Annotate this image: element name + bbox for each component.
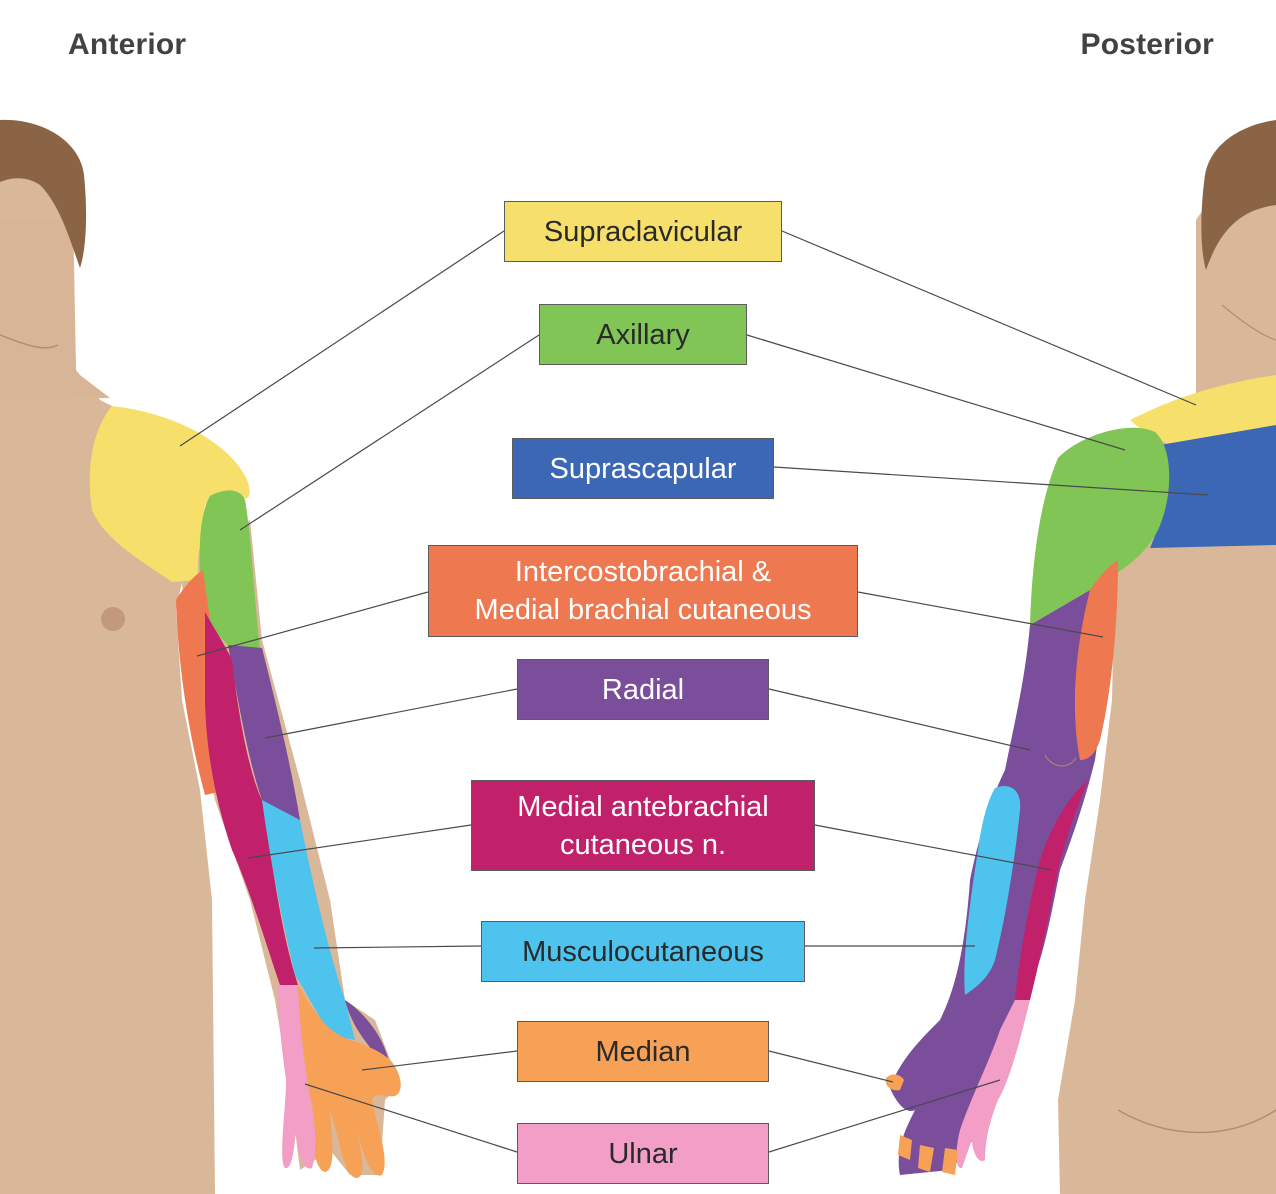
posterior-musculocutaneous-area (964, 786, 1021, 995)
anterior-hair (0, 119, 87, 268)
posterior-medial-antebrachial-area (1015, 780, 1088, 1000)
leader-suprascapular-posterior (773, 466, 1209, 496)
suprascapular-label: Suprascapular (512, 438, 774, 499)
anterior-axillary-area (199, 490, 260, 650)
musculocutaneous-label-text: Musculocutaneous (522, 935, 764, 968)
axillary-label-text: Axillary (596, 318, 690, 351)
intercostobrachial-label: Intercostobrachial & Medial brachial cut… (428, 545, 858, 637)
leader-supraclavicular-anterior (179, 230, 505, 447)
suprascapular-label-text: Suprascapular (549, 452, 737, 485)
leader-intercostobrachial-posterior (857, 591, 1104, 638)
leader-lines (179, 230, 1209, 1153)
leader-axillary-anterior (239, 334, 540, 531)
anterior-torso (0, 150, 215, 1194)
leader-ulnar-posterior (768, 1079, 1001, 1153)
leader-axillary-posterior (746, 334, 1126, 451)
anterior-neck (0, 220, 110, 400)
anterior-figure (0, 119, 401, 1194)
posterior-suprascapular-area (1150, 425, 1276, 548)
radial-label-text: Radial (601, 673, 685, 706)
posterior-title: Posterior (1080, 28, 1214, 61)
intercostobrachial-label-line2: Medial brachial cutaneous (474, 594, 812, 626)
anterior-jaw-shadow (0, 334, 59, 349)
leader-radial-posterior (768, 688, 1031, 751)
anterior-median-area (298, 985, 401, 1178)
axillary-label: Axillary (539, 304, 747, 365)
medial-antebrachial-label-line1: Medial antebrachial (517, 790, 769, 823)
posterior-hair (1201, 120, 1276, 270)
posterior-elbow-crease (1044, 754, 1077, 767)
supraclavicular-label: Supraclavicular (504, 201, 782, 262)
leader-radial-anterior (264, 688, 518, 739)
posterior-back-curve (1117, 1109, 1276, 1134)
leader-median-posterior (768, 1050, 894, 1083)
ulnar-label-text: Ulnar (608, 1137, 678, 1170)
median-label: Median (517, 1021, 769, 1082)
anterior-radial-area (228, 645, 300, 830)
anterior-ulnar-area (278, 985, 316, 1169)
medial-antebrachial-label: Medial antebrachial cutaneous n. (471, 780, 815, 871)
anterior-musculocutaneous-area (262, 800, 355, 1040)
posterior-ulnar-area (956, 1000, 1030, 1169)
posterior-figure (885, 120, 1276, 1194)
anterior-nipple (101, 607, 125, 631)
posterior-neck-shadow (1221, 304, 1276, 341)
leader-medial-antebrachial-posterior (814, 824, 1053, 871)
leader-medial-antebrachial-anterior (247, 824, 472, 859)
anterior-title: Anterior (68, 28, 187, 61)
posterior-supraclavicular-area (1130, 375, 1276, 445)
leader-supraclavicular-posterior (781, 230, 1197, 406)
leader-musculocutaneous-anterior (313, 945, 482, 949)
posterior-median-area (885, 1074, 958, 1175)
intercostobrachial-label-line1: Intercostobrachial & (514, 556, 772, 588)
medial-antebrachial-label-line2: cutaneous n. (559, 828, 727, 861)
anterior-radial-hand-area (345, 1000, 388, 1058)
leader-ulnar-anterior (304, 1083, 518, 1153)
radial-label: Radial (517, 659, 769, 720)
posterior-intercostobrachial-area (1074, 560, 1118, 760)
posterior-axillary-area (1030, 427, 1170, 625)
musculocutaneous-label: Musculocutaneous (481, 921, 805, 982)
anterior-supraclavicular-area (89, 406, 250, 582)
anterior-medial-antebrachial-area (205, 612, 298, 985)
leader-median-anterior (361, 1050, 518, 1071)
leader-intercostobrachial-anterior (196, 591, 429, 657)
median-label-text: Median (595, 1035, 691, 1068)
ulnar-label: Ulnar (517, 1123, 769, 1184)
supraclavicular-label-text: Supraclavicular (543, 215, 743, 248)
